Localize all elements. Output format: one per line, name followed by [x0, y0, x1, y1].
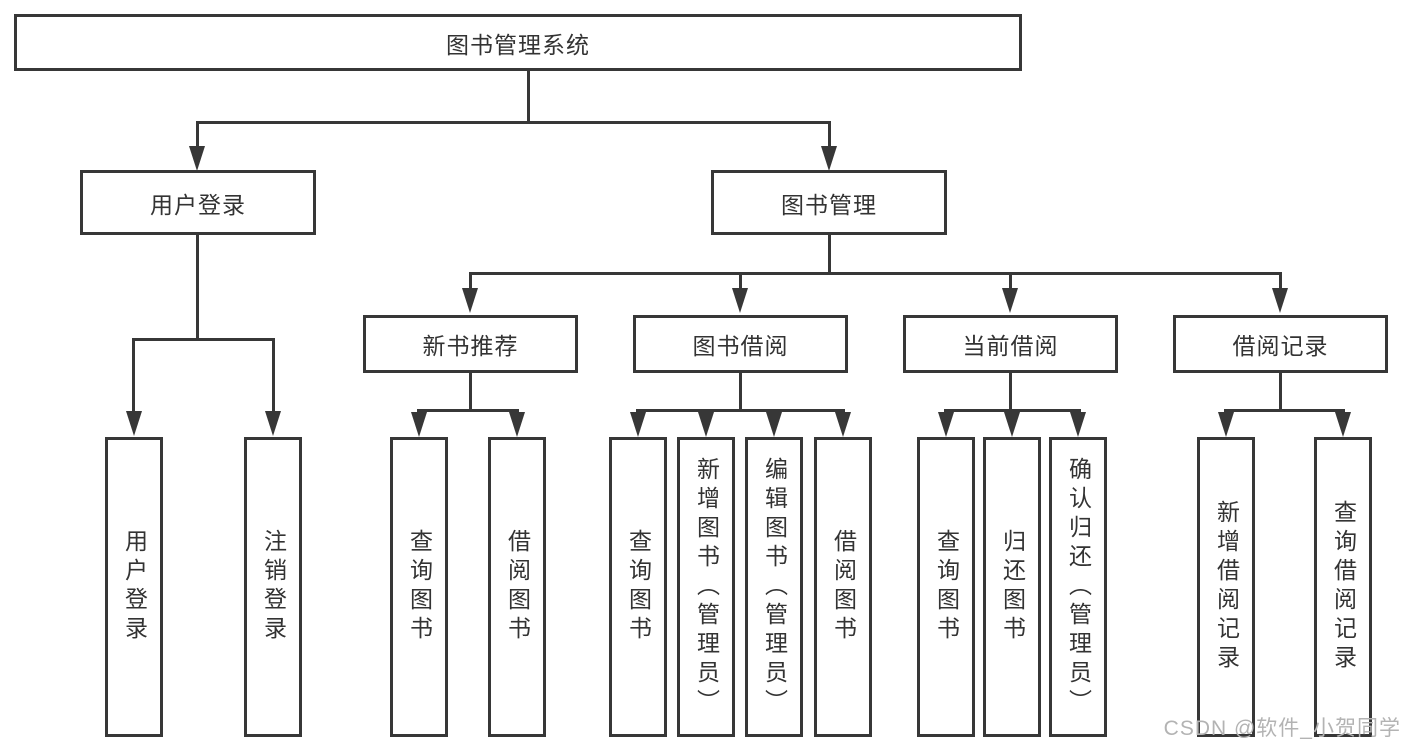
connector-line: [272, 338, 275, 414]
connector-line: [196, 121, 199, 149]
connector-line: [1279, 272, 1282, 292]
leaf-edit-books-admin: 编辑图书（管理员）: [745, 437, 803, 737]
leaf-label: 查询图书: [625, 529, 652, 645]
connector-line: [196, 121, 830, 124]
node-borrowing-records: 借阅记录: [1173, 315, 1388, 373]
leaf-label: 编辑图书（管理员）: [761, 456, 788, 718]
arrowhead: [1218, 412, 1234, 437]
csdn-watermark: CSDN @软件_小贺同学: [1163, 717, 1401, 740]
leaf-query-borrowing-record: 查询借阅记录: [1314, 437, 1372, 737]
leaf-add-books-admin: 新增图书（管理员）: [677, 437, 735, 737]
arrowhead: [1002, 288, 1018, 313]
connector-line: [1009, 372, 1012, 412]
connector-line: [417, 409, 519, 412]
node-label: 当前借阅: [962, 333, 1059, 359]
node-label: 用户登录: [150, 191, 246, 218]
connector-line: [828, 235, 831, 275]
node-current-borrowing: 当前借阅: [903, 315, 1118, 373]
leaf-return-books: 归还图书: [983, 437, 1041, 737]
arrowhead: [821, 146, 837, 171]
arrowhead: [462, 288, 478, 313]
leaf-query-books-recommend: 查询图书: [390, 437, 448, 737]
node-label: 借阅记录: [1232, 333, 1329, 359]
node-label: 图书管理: [781, 191, 877, 218]
connector-line: [469, 372, 472, 412]
connector-line: [1224, 409, 1345, 412]
connector-line: [132, 338, 135, 414]
leaf-label: 确认归还（管理员）: [1065, 456, 1092, 718]
connector-line: [196, 235, 199, 338]
arrowhead: [1335, 412, 1351, 437]
node-user-login: 用户登录: [80, 170, 316, 235]
connector-line: [636, 409, 845, 412]
arrowhead: [411, 412, 427, 437]
leaf-borrow-books-recommend: 借阅图书: [488, 437, 546, 737]
arrowhead: [835, 412, 851, 437]
leaf-add-borrowing-record: 新增借阅记录: [1197, 437, 1255, 737]
node-book-management: 图书管理: [711, 170, 947, 235]
connector-line: [132, 338, 275, 341]
leaf-confirm-return-admin: 确认归还（管理员）: [1049, 437, 1107, 737]
node-label: 新书推荐: [422, 333, 519, 359]
connector-line: [469, 272, 472, 292]
arrowhead: [698, 412, 714, 437]
leaf-label: 新增借阅记录: [1213, 500, 1240, 674]
arrowhead: [938, 412, 954, 437]
arrowhead: [766, 412, 782, 437]
connector-line: [1009, 272, 1012, 292]
arrowhead: [732, 288, 748, 313]
node-book-borrowing: 图书借阅: [633, 315, 848, 373]
leaf-label: 查询图书: [406, 529, 433, 645]
leaf-query-books-current: 查询图书: [917, 437, 975, 737]
leaf-label: 注销登录: [260, 529, 287, 645]
leaf-query-books-borrowing: 查询图书: [609, 437, 667, 737]
arrowhead: [630, 412, 646, 437]
arrowhead: [189, 146, 205, 171]
node-label: 图书管理系统: [446, 31, 590, 58]
node-new-book-recommendation: 新书推荐: [363, 315, 578, 373]
leaf-label: 新增图书（管理员）: [693, 456, 720, 718]
connector-line: [527, 70, 530, 124]
arrowhead: [1004, 412, 1020, 437]
connector-line: [828, 121, 831, 149]
leaf-label: 查询借阅记录: [1330, 500, 1357, 674]
leaf-label: 归还图书: [999, 529, 1026, 645]
leaf-borrow-books: 借阅图书: [814, 437, 872, 737]
node-library-management-system: 图书管理系统: [14, 14, 1022, 71]
connector-line: [739, 272, 742, 292]
arrowhead: [509, 412, 525, 437]
arrowhead: [126, 411, 142, 436]
leaf-logout: 注销登录: [244, 437, 302, 737]
leaf-label: 用户登录: [121, 529, 148, 645]
connector-line: [739, 372, 742, 412]
node-label: 图书借阅: [692, 333, 789, 359]
leaf-label: 借阅图书: [504, 529, 531, 645]
leaf-label: 借阅图书: [830, 529, 857, 645]
leaf-label: 查询图书: [933, 529, 960, 645]
arrowhead: [1070, 412, 1086, 437]
arrowhead: [1272, 288, 1288, 313]
leaf-user-login: 用户登录: [105, 437, 163, 737]
connector-line: [469, 272, 1282, 275]
connector-line: [1279, 372, 1282, 412]
arrowhead: [265, 411, 281, 436]
